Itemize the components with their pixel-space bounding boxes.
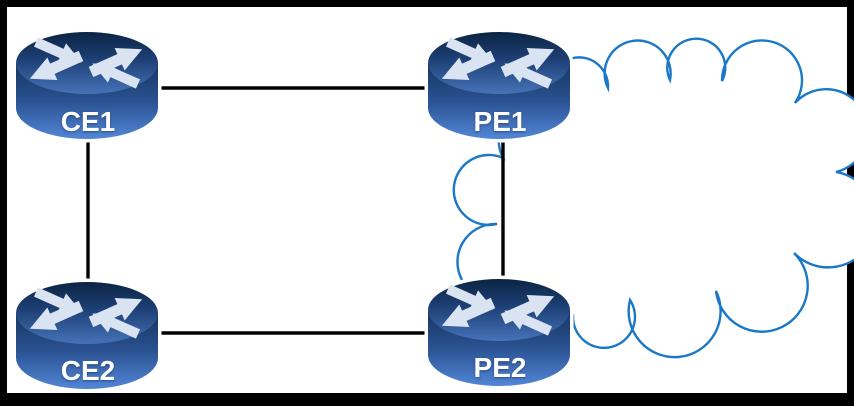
router-label-pe1: PE1: [473, 106, 527, 137]
router-label-ce2: CE2: [60, 355, 116, 386]
router-label-ce1: CE1: [60, 106, 116, 137]
router-label-pe2: PE2: [473, 352, 527, 383]
